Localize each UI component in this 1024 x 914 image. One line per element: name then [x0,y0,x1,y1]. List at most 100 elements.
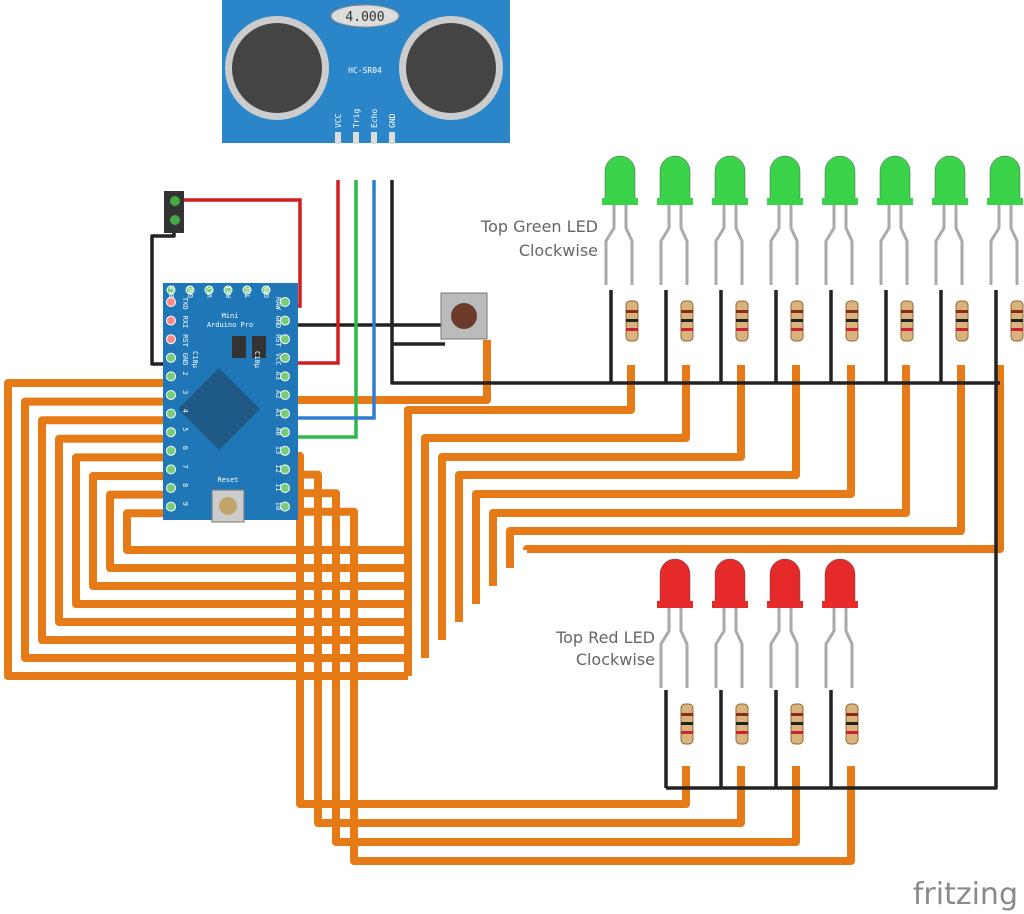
resistor-band [956,319,968,322]
green-led [987,155,1024,342]
board-pin [166,297,176,307]
board-pin [166,371,176,382]
led-body [604,155,636,202]
board-pin-label: 9 [181,502,189,506]
sensor-pin [353,132,359,144]
resistor-band [956,328,968,331]
board-pin-label: 7 [181,464,189,468]
board-title-line2: Arduino Pro [207,321,253,329]
led-rim [602,198,638,205]
resistor-band [681,713,693,716]
led-rim [932,198,968,205]
resistor-band [626,328,638,331]
ground-wires [150,180,1000,790]
resistor-band [681,319,693,322]
board-pin [204,285,214,295]
led-leg [824,608,836,688]
led-leg [954,205,964,285]
led-leg [659,608,671,688]
led-body [769,155,801,202]
resistor-band [901,319,913,322]
green-led [767,155,804,342]
board-pin-label: RXI [225,285,233,298]
led-leg [789,608,799,688]
sensor-model: HC-SR04 [348,66,382,75]
led-body [824,558,856,605]
board-pin [261,285,271,295]
button-signal-wire [285,340,491,404]
led-body [824,155,856,202]
resistor-band [791,713,803,716]
led-body [934,155,966,202]
trig-wire [285,180,358,439]
ground-bus-green [390,180,1000,385]
board-pin [166,390,176,400]
led-leg [734,608,744,688]
green-led-wire [472,365,855,604]
led-leg [989,205,1001,285]
board-pin [166,408,176,419]
resistor-band [626,310,638,313]
red-led [822,558,859,745]
board-pin [166,501,176,512]
led-rim [822,198,858,205]
board-pin [223,285,233,295]
led-leg [679,205,689,285]
board-pin-label: 6 [181,446,189,450]
board-pin [166,285,176,295]
sensor-pin-label: GND [388,113,397,128]
board-pin-label: GND [274,316,282,329]
led-leg [769,608,781,688]
green-led-wire [506,365,965,568]
resistor-band [736,328,748,331]
led-signal-wire [21,397,408,662]
board-pin [280,390,290,400]
sensor-display: 4.000 [345,10,384,25]
led-rim [877,198,913,205]
led-rim [822,601,858,608]
resistor-band [1011,310,1023,313]
led-leg [824,205,836,285]
resistor-band [681,310,693,313]
led-leg [734,205,744,285]
board-pin-label: 3 [181,390,189,394]
sensor-pin [371,132,377,144]
board-pin-label: BLK [168,285,176,298]
board-pin-label: A3 [274,371,282,379]
green-leds [602,155,1024,342]
led-body [714,155,746,202]
board-pin-label: A2 [274,390,282,398]
board-pin [280,352,290,363]
board-pin-label: RST [181,334,189,347]
led-rim [657,601,693,608]
board-pin [280,483,290,493]
led-signal-wire [38,416,408,644]
led-rim [657,198,693,205]
board-pin [280,501,290,512]
led-body [659,155,691,202]
board-pin [280,445,290,456]
resistor-band [1011,319,1023,322]
led-leg [789,205,799,285]
green-led-wire [489,365,910,586]
resistor-band [846,328,858,331]
led-leg [624,205,634,285]
resistor-band [681,731,693,734]
board-pin-label: A0 [274,427,282,435]
resistor-band [846,731,858,734]
board-pin-label: RST [274,334,282,347]
led-signal-wire [72,453,408,608]
sensor-pin [389,132,395,144]
resistor-band [736,713,748,716]
board-pin [166,464,176,475]
board-pin-label: A1 [274,409,282,417]
red-led-wire [285,507,855,865]
board-pin [166,445,176,456]
board-pin [166,334,176,345]
resistor-band [846,722,858,725]
board-pin-label: GND [181,353,189,366]
resistor-band [681,722,693,725]
green-led-wire [421,365,690,658]
